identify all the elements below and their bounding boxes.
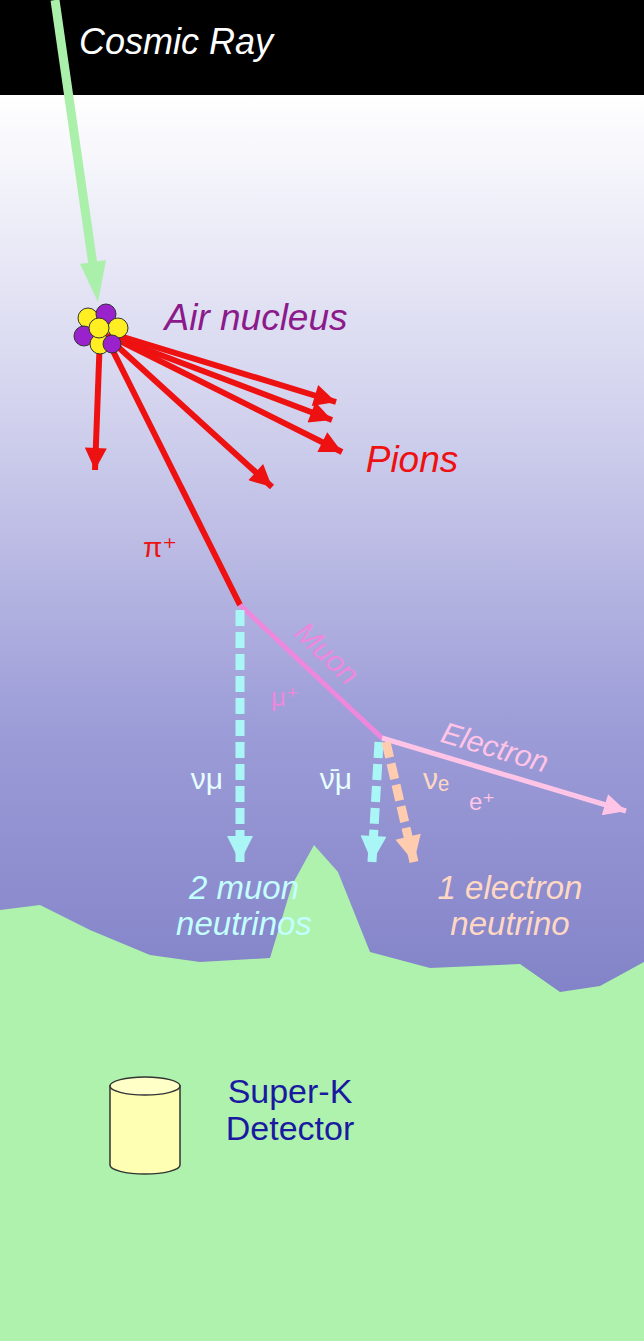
neutrino-count: 1 electron neutrino <box>408 870 613 943</box>
particle-symbol: μ⁺ <box>271 683 300 712</box>
space-band <box>0 0 644 95</box>
title-text: Cosmic Ray <box>79 22 273 62</box>
particle-symbol: π⁺ <box>143 533 177 564</box>
electron-neutrino-track <box>386 742 414 862</box>
mountain <box>0 845 644 1341</box>
particle-label: Pions <box>366 440 459 481</box>
particle-label: Air nucleus <box>164 298 347 339</box>
particle-symbol: νₑ <box>423 762 449 795</box>
neutrino-count: 2 muon neutrinos <box>157 870 332 943</box>
muon-neutrino-track <box>236 610 245 862</box>
muon-track <box>240 605 382 738</box>
detector-label: Super-K Detector <box>195 1073 385 1148</box>
particle-symbol: ν̄μ <box>320 762 352 795</box>
pion-arrows <box>95 333 342 605</box>
antimuon-neutrino-track <box>372 742 379 862</box>
detector-cylinder <box>110 1077 180 1174</box>
air-nucleus-spheres <box>74 304 128 354</box>
particle-symbol: νμ <box>191 762 223 795</box>
particle-symbol: e⁺ <box>469 789 495 815</box>
